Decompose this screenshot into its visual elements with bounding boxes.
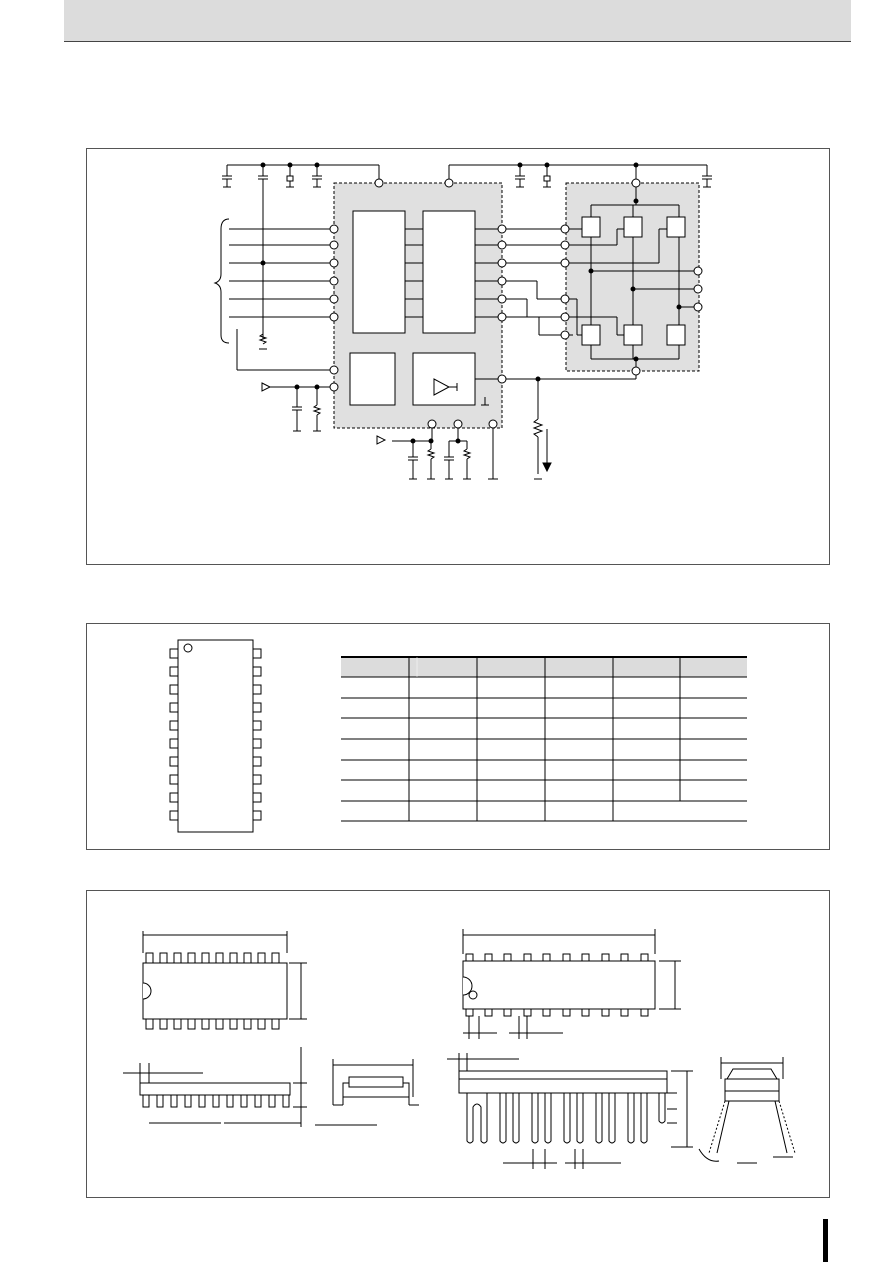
- sense-resistor: [532, 418, 544, 438]
- pins-left: [169, 648, 179, 821]
- pin1-marker: [183, 643, 193, 653]
- input-brace: [213, 218, 230, 344]
- input-lines: [229, 224, 339, 392]
- lower-pins: [376, 397, 498, 480]
- dip-side-view: [447, 1053, 693, 1169]
- oscillator-block: [349, 352, 396, 406]
- block-diagram: [213, 162, 712, 480]
- pin-assignment: [169, 639, 747, 833]
- dip-top-view: [462, 929, 681, 1039]
- pin-table: [341, 656, 747, 822]
- dip-end-view: [698, 1057, 796, 1164]
- package-outlines-panel: [86, 890, 830, 1198]
- mosfet-bridge: [569, 187, 703, 376]
- block-diagram-panel: [86, 148, 830, 565]
- left-lower-inputs: [261, 382, 330, 431]
- ground-symbols: [223, 186, 711, 480]
- page-header-bar: [64, 0, 851, 42]
- package-outlines: [123, 929, 796, 1169]
- pin-table-header: [341, 657, 747, 677]
- ic-package-top: [177, 639, 254, 833]
- sop-top-view: [142, 931, 307, 1030]
- pin-assignment-panel: [86, 623, 830, 850]
- pins-right: [252, 648, 262, 821]
- logic-block-2: [422, 210, 476, 334]
- logic-block-1: [352, 210, 406, 334]
- comparator-symbol: [433, 378, 451, 396]
- page-edge-marker: [823, 1219, 828, 1262]
- sop-end-view: [315, 1059, 419, 1126]
- sop-side-view: [123, 1047, 307, 1127]
- comparator-block: [412, 352, 476, 406]
